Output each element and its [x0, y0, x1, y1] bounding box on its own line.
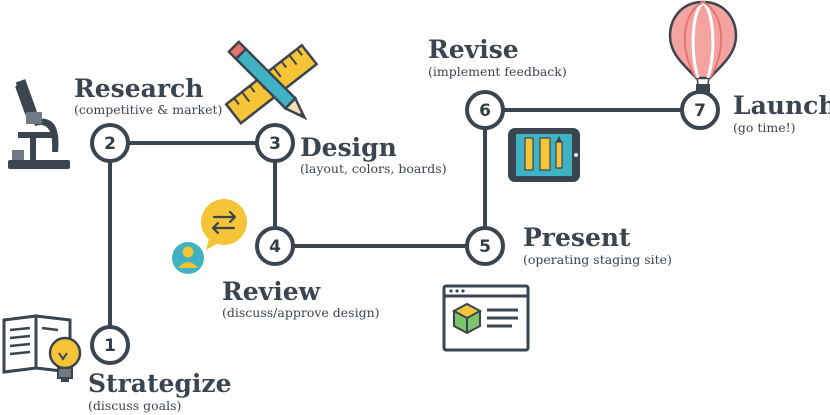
step-subtitle-3: (layout, colors, boards): [300, 161, 447, 176]
step-subtitle-4: (discuss/approve design): [222, 305, 380, 320]
tablet-tools-icon: [508, 128, 580, 182]
microscope-icon: [8, 79, 70, 169]
book-lightbulb-icon: [2, 314, 82, 382]
step-number-3: 3: [269, 134, 281, 154]
step-subtitle-2: (competitive & market): [74, 102, 222, 117]
step-number-4: 4: [269, 237, 281, 257]
step-number-7: 7: [694, 101, 706, 121]
step-subtitle-1: (discuss goals): [88, 398, 181, 413]
step-title-4: Review: [222, 277, 322, 306]
browser-window-icon: [442, 284, 530, 352]
step-number-6: 6: [479, 101, 491, 121]
step-title-7: Launch: [733, 91, 830, 120]
step-subtitle-5: (operating staging site): [523, 252, 672, 267]
step-number-2: 2: [104, 134, 116, 154]
step-node-5: [465, 226, 505, 266]
step-number-5: 5: [479, 237, 491, 257]
hot-air-balloon-icon: [668, 0, 738, 93]
step-subtitle-6: (implement feedback): [428, 64, 567, 79]
step-number-1: 1: [104, 336, 116, 356]
step-title-1: Strategize: [88, 369, 232, 398]
step-node-7: [680, 90, 720, 130]
step-subtitle-7: (go time!): [733, 120, 796, 135]
step-node-1: [90, 325, 130, 365]
person-chat-icon: [172, 199, 247, 274]
step-node-6: [465, 90, 505, 130]
step-nodes: 1 2 3 4 5 6 7: [90, 90, 720, 365]
step-node-3: [255, 123, 295, 163]
step-node-2: [90, 123, 130, 163]
step-title-5: Present: [523, 223, 631, 252]
step-labels: Strategize(discuss goals) Research(compet…: [74, 35, 830, 413]
step-title-3: Design: [300, 133, 397, 162]
step-node-4: [255, 226, 295, 266]
step-title-6: Revise: [428, 35, 519, 64]
step-title-2: Research: [74, 74, 203, 103]
pencil-ruler-icon: [224, 40, 319, 125]
